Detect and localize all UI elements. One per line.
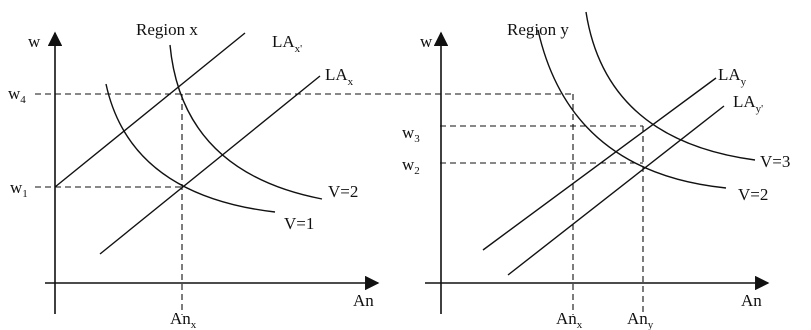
- right-la-lower-label: LAy': [733, 92, 763, 115]
- left-v-outer-label: V=2: [328, 182, 358, 201]
- right-region-title: Region y: [507, 20, 569, 39]
- left-la-upper-line: [54, 32, 246, 188]
- right-wage-low-label: w2: [402, 155, 420, 177]
- right-panel: w An Region y LAy LAy' V=3 V=2 w3 w2 Anx…: [402, 11, 790, 330]
- left-region-title: Region x: [136, 20, 198, 39]
- right-x-axis-label: An: [741, 291, 762, 310]
- left-la-upper-label: LAx': [272, 32, 302, 55]
- right-wage-high-label: w3: [402, 123, 420, 145]
- left-wage-low-label: w1: [10, 178, 28, 200]
- right-la-upper-label: LAy: [718, 65, 747, 88]
- left-x-axis-label: An: [353, 291, 374, 310]
- left-v-outer-curve: [169, 44, 323, 200]
- left-y-axis-label: w: [28, 32, 41, 51]
- right-any-tick-label: Any: [627, 309, 654, 330]
- left-v-inner-label: V=1: [284, 214, 314, 233]
- right-v-inner-curve: [537, 29, 727, 189]
- right-v-outer-curve: [585, 11, 756, 161]
- right-y-axis-label: w: [420, 32, 433, 51]
- right-v-outer-label: V=3: [760, 152, 790, 171]
- right-la-lower-line: [507, 105, 725, 276]
- left-wage-high-label: w4: [8, 84, 26, 106]
- left-an-tick-label: Anx: [170, 309, 197, 330]
- right-anx-tick-label: Anx: [556, 309, 583, 330]
- left-panel: w An Region x LAx' LAx V=2 V=1 w4 w1 Anx: [8, 20, 573, 330]
- right-la-upper-line: [482, 77, 717, 251]
- left-v-inner-curve: [105, 83, 276, 213]
- right-v-inner-label: V=2: [738, 185, 768, 204]
- left-la-lower-line: [99, 75, 321, 255]
- left-la-lower-label: LAx: [325, 65, 354, 88]
